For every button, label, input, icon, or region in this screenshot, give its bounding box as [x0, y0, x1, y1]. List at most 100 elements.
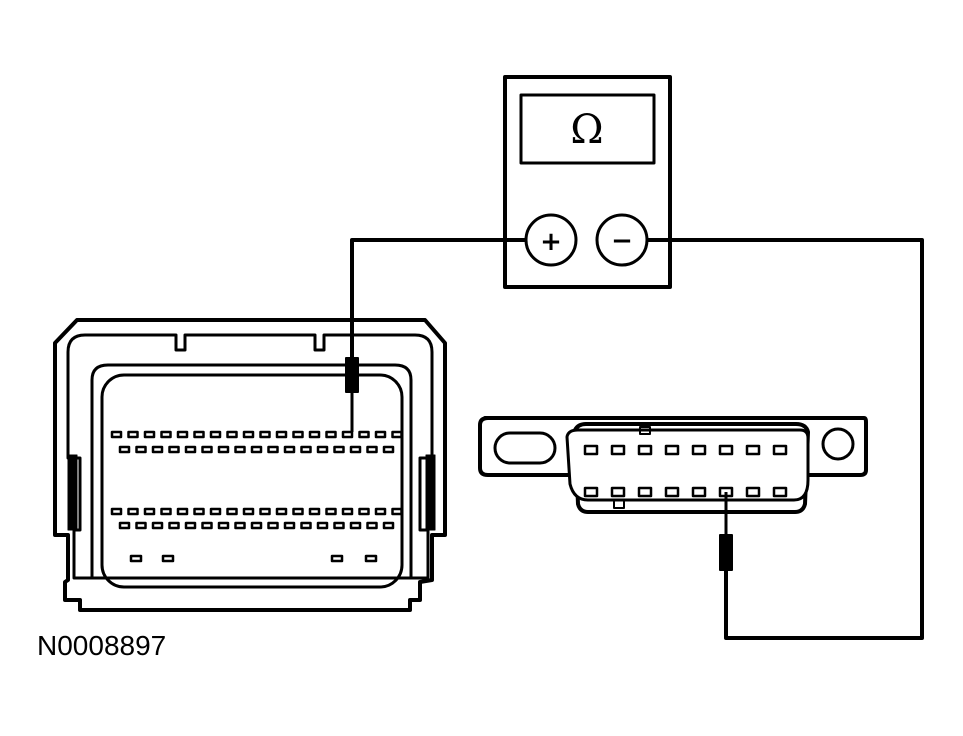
connector-pin: [161, 554, 175, 563]
connector-pin: [193, 507, 205, 516]
connector-pin: [283, 521, 296, 530]
connector-left-latch: [67, 454, 78, 531]
connector-pin: [316, 445, 329, 454]
dlc-pin: [772, 444, 788, 456]
dlc-connector: [478, 416, 868, 514]
connector-cavity: [100, 373, 404, 589]
dlc-pin: [610, 444, 626, 456]
connector-pin: [127, 507, 139, 516]
connector-pin: [349, 521, 362, 530]
connector-pin: [127, 430, 139, 439]
negative-terminal-label: −: [611, 226, 633, 256]
dlc-pin: [745, 486, 761, 498]
dlc-pin: [718, 444, 734, 456]
connector-pin: [292, 430, 304, 439]
connector-pin: [135, 521, 147, 530]
connector-pin: [325, 507, 337, 516]
connector-pin: [364, 554, 378, 563]
connector-pin: [234, 521, 246, 530]
connector-pin: [292, 507, 304, 516]
positive-terminal-label: +: [540, 227, 562, 257]
connector-pin: [391, 430, 403, 439]
connector-pin: [135, 445, 147, 454]
dlc-pin: [637, 444, 653, 456]
dlc-pin: [610, 486, 626, 498]
connector-pin: [217, 445, 230, 454]
connector-pin: [160, 507, 172, 516]
ohmmeter-display: [519, 93, 656, 165]
negative-test-lead: [647, 238, 924, 640]
connector-pin: [283, 445, 296, 454]
connector-pin: [358, 430, 370, 439]
connector-pin: [160, 430, 172, 439]
connector-pin: [118, 521, 131, 530]
connector-pin-field: [110, 430, 403, 563]
connector-pin: [308, 507, 321, 516]
connector-pin: [341, 430, 354, 439]
connector-pin: [129, 554, 143, 563]
dlc-pin: [664, 444, 680, 456]
connector-pin: [201, 521, 213, 530]
connector-pin: [316, 521, 329, 530]
dlc-pin: [691, 486, 707, 498]
dlc-key-top: [639, 426, 651, 435]
connector-outer-housing: [53, 318, 447, 612]
dlc-mount-hole: [821, 427, 855, 461]
connector-pin: [242, 430, 255, 439]
connector-pin: [184, 445, 197, 454]
connector-pin: [382, 521, 395, 530]
negative-probe-body: [719, 534, 733, 571]
connector-pin: [349, 445, 362, 454]
connector-pin: [250, 521, 263, 530]
connector-pin: [184, 521, 197, 530]
connector-pin: [333, 445, 345, 454]
dlc-mount-slot: [493, 431, 557, 465]
negative-probe: [719, 492, 733, 571]
connector-pin: [176, 507, 189, 516]
figure-id: N0008897: [37, 630, 167, 661]
connector-pin: [118, 445, 131, 454]
connector-right-latch: [425, 454, 436, 531]
connector-pin: [168, 445, 180, 454]
connector-pin: [267, 521, 279, 530]
connector-pin: [110, 507, 123, 516]
connector-pin: [325, 430, 337, 439]
connector-pin: [275, 507, 288, 516]
connector-pin: [259, 507, 271, 516]
connector-pin: [209, 430, 222, 439]
connector-pin: [267, 445, 279, 454]
positive-test-lead: [350, 238, 526, 360]
connector-pin: [234, 445, 246, 454]
dlc-inner-shroud: [565, 428, 810, 502]
dlc-pin-field: [583, 444, 788, 498]
connector-pin: [143, 430, 156, 439]
dlc-pin: [583, 486, 599, 498]
connector-pin: [143, 507, 156, 516]
connector-pin: [193, 430, 205, 439]
connector-pin: [209, 507, 222, 516]
connector-pin: [201, 445, 213, 454]
dlc-key-bottom: [613, 499, 625, 509]
ohmmeter-body: [503, 75, 672, 289]
connector-pin: [366, 445, 378, 454]
ohmmeter: Ω + −: [503, 75, 672, 289]
dlc-pin: [664, 486, 680, 498]
connector-pin: [341, 507, 354, 516]
connector-pin: [151, 521, 164, 530]
connector-pin: [391, 507, 403, 516]
dlc-pin: [772, 486, 788, 498]
connector-pin: [242, 507, 255, 516]
ohmmeter-display-symbol: Ω: [570, 107, 603, 153]
connector-pin: [358, 507, 370, 516]
connector-pin: [217, 521, 230, 530]
connector-pin: [275, 430, 288, 439]
connector-pin: [366, 521, 378, 530]
connector-pin: [250, 445, 263, 454]
connector-pin: [374, 430, 387, 439]
dlc-pin: [745, 444, 761, 456]
positive-probe-body: [345, 357, 359, 393]
connector-inner-housing: [66, 333, 434, 580]
connector-pin: [300, 521, 312, 530]
module-connector: [53, 318, 447, 612]
connector-frame: [90, 363, 413, 580]
